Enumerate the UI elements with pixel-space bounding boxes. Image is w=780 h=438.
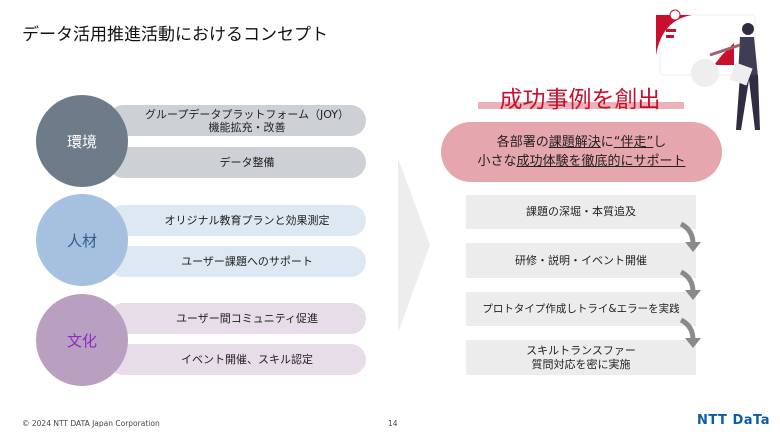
headline: 成功事例を創出 bbox=[499, 87, 661, 113]
step-box: スキルトランスファー 質問対応を密に実施 bbox=[466, 340, 696, 375]
step-box: 研修・説明・イベント開催 bbox=[466, 243, 696, 278]
chevron-right-arrow bbox=[398, 158, 430, 333]
step-box: プロトタイプ作成しトライ&エラーを実践 bbox=[466, 292, 696, 326]
curved-arrow-icons bbox=[679, 222, 701, 348]
pillar-item: データ整備 bbox=[108, 147, 366, 178]
mission-bubble: 各部署の課題解決に“伴走”し 小さな成功体験を徹底的にサポート bbox=[441, 122, 722, 182]
pillar-item: グループデータプラットフォーム（JOY） 機能拡充・改善 bbox=[108, 105, 366, 136]
pillar-item: オリジナル教育プランと効果測定 bbox=[108, 205, 366, 236]
page-number: 14 bbox=[388, 419, 398, 428]
copyright: © 2024 NTT DATA Japan Corporation bbox=[22, 419, 160, 428]
pillar-label: 人材 bbox=[66, 231, 97, 250]
ntt-data-logo: NTT DaTa bbox=[697, 413, 770, 428]
pillar-item: イベント開催、スキル認定 bbox=[108, 344, 366, 375]
pillar-label: 環境 bbox=[66, 132, 97, 151]
pillar-circle-environment: 環境 bbox=[36, 95, 128, 187]
pillar-item: ユーザー間コミュニティ促進 bbox=[108, 303, 366, 334]
presenter-illustration bbox=[652, 9, 760, 130]
headline-underline bbox=[478, 102, 684, 109]
pillar-item: ユーザー課題へのサポート bbox=[108, 246, 366, 277]
pillar-circle-people: 人材 bbox=[36, 194, 128, 286]
pillar-circle-culture: 文化 bbox=[36, 294, 128, 386]
page-title: データ活用推進活動におけるコンセプト bbox=[22, 25, 328, 45]
pillar-label: 文化 bbox=[66, 331, 97, 350]
step-box: 課題の深堀・本質追及 bbox=[466, 195, 696, 229]
